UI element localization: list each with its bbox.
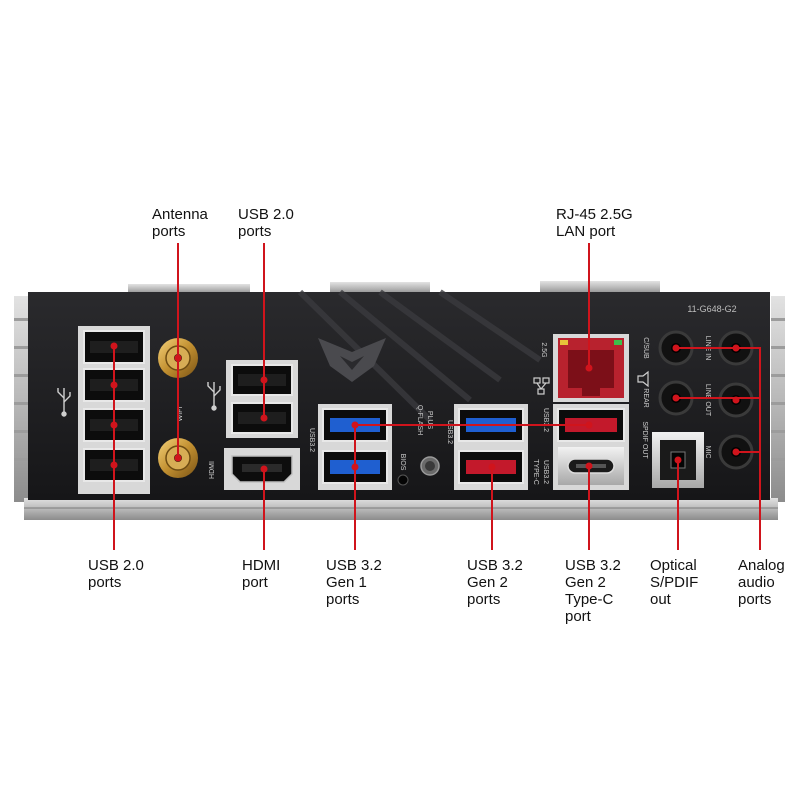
callout-line-2: ports [88, 574, 122, 591]
callout-line-2: S/PDIF [650, 574, 699, 591]
callout-usb32-gen1: USB 3.2 Gen 1 ports [326, 557, 382, 608]
shield-top-tabs [128, 281, 660, 294]
callout-dots [110, 342, 740, 473]
callout-usb20-bottom: USB 2.0 ports [88, 557, 144, 591]
callout-line-2: Gen 2 [565, 574, 606, 591]
callout-line-4: port [565, 608, 591, 625]
callout-line-1: USB 3.2 [467, 557, 523, 574]
callout-line-3: ports [738, 591, 772, 608]
usb20-port[interactable] [231, 364, 293, 396]
callout-line-3: out [650, 591, 671, 608]
usb20-mid-stack [226, 360, 298, 438]
callout-line-3: ports [467, 591, 501, 608]
callout-line-2: ports [152, 223, 186, 240]
panel-model-text: 11-G648-G2 [687, 304, 736, 314]
qflash-plus-button[interactable] [420, 456, 440, 476]
callout-line-3: Type-C [565, 591, 614, 608]
wifi-label: WIFI [177, 407, 184, 422]
rear-label: REAR [642, 388, 649, 407]
callout-analog: Analog audio ports [738, 557, 785, 608]
callout-line-2: LAN port [556, 223, 616, 240]
callout-usb20-top: USB 2.0 ports [238, 206, 294, 240]
usb32-label-c: USB3.2 [542, 408, 549, 432]
csub-label: C/SUB [642, 337, 649, 359]
callout-line-3: ports [326, 591, 360, 608]
hdmi-label: HDMI [209, 461, 216, 479]
qflash-plus-label: PLUS [426, 411, 433, 430]
callout-line-1: USB 2.0 [238, 206, 294, 223]
callout-usb32-gen2: USB 3.2 Gen 2 ports [467, 557, 523, 608]
callout-line-2: Gen 2 [467, 574, 508, 591]
callout-line-1: USB 3.2 [565, 557, 621, 574]
callout-line-1: Analog [738, 557, 785, 574]
callout-line-1: HDMI [242, 557, 281, 574]
usb-trident-icon [57, 388, 71, 417]
io-panel [28, 292, 770, 500]
callout-line-1: RJ-45 2.5G [556, 206, 633, 223]
hdmi-port[interactable] [224, 448, 300, 490]
usb32-label-b: USB3.2 [446, 420, 453, 444]
usb-trident-icon [207, 382, 221, 411]
callout-line-2: audio [738, 574, 775, 591]
callout-usb32-typec: USB 3.2 Gen 2 Type-C port [565, 557, 621, 625]
callout-line-2: port [242, 574, 268, 591]
spdif-out-label: SPDIF OUT [641, 421, 648, 459]
bios-hole [397, 474, 409, 486]
usb32-label-a: USB3.2 [308, 428, 315, 452]
mic-label: MIC [704, 446, 711, 459]
callout-lines [113, 243, 761, 550]
line-out-label: LINE OUT [704, 384, 711, 417]
speaker-icon [637, 370, 649, 388]
callout-line-1: Optical [650, 557, 697, 574]
typec-label: TYPE-C [532, 459, 539, 485]
callout-line-2: Gen 1 [326, 574, 367, 591]
qflash-label: Q-FLASH [416, 405, 423, 435]
callout-rj45: RJ-45 2.5G LAN port [556, 206, 633, 240]
gigabyte-aorus-eagle-logo [318, 338, 386, 382]
lan-speed-label: 2.5G [540, 342, 547, 357]
shield-bottom-strip [24, 498, 778, 520]
callout-line-1: Antenna [152, 206, 208, 223]
callout-line-1: USB 2.0 [88, 557, 144, 574]
callout-hdmi: HDMI port [242, 557, 280, 591]
callout-antenna: Antenna ports [152, 206, 208, 240]
usb32-label-d: USB3.2 [542, 460, 549, 484]
network-icon [533, 377, 550, 395]
shield-side-ridges [14, 296, 785, 502]
bios-label: BIOS [399, 454, 406, 471]
callout-line-1: USB 3.2 [326, 557, 382, 574]
callout-optical: Optical S/PDIF out [650, 557, 698, 608]
callout-line-2: ports [238, 223, 272, 240]
usb32-gen2-typec-stack [553, 404, 629, 490]
